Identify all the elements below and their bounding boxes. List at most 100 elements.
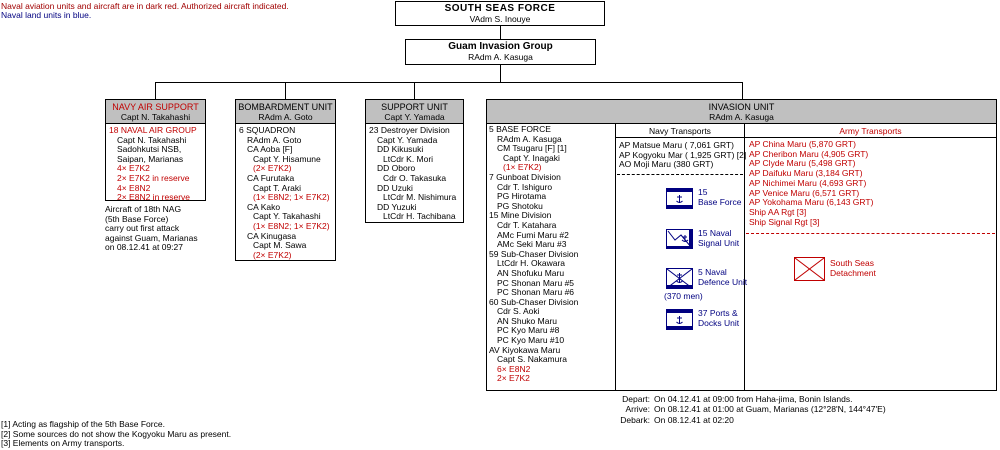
unit-line: LtCdr H. Tachibana <box>383 211 456 222</box>
anchor-icon <box>676 195 683 203</box>
unit-line: 59 Sub-Chaser Division <box>489 248 579 259</box>
unit-line: Capt Y. Hisamune <box>253 153 321 164</box>
unit-line: DD Uzuki <box>377 182 413 193</box>
unit-line: 7 Gunboat Division <box>489 171 561 182</box>
anchor-icon <box>681 235 689 242</box>
unit-line: (2× E7K2) <box>253 249 292 260</box>
navy-transports-separator <box>617 174 743 175</box>
infantry-cross-icon <box>795 258 824 280</box>
navy-transports-rule <box>615 137 745 138</box>
unit-line: Capt Y. Takahashi <box>253 211 321 222</box>
depart-value: On 04.12.41 at 09:00 from Haha-jima, Bon… <box>654 394 853 404</box>
ports-docks-label: 37 Ports & Docks Unit <box>698 308 740 328</box>
air-note-line: carry out first attack <box>105 223 180 234</box>
unit-line: 2× E7K2 <box>497 373 530 384</box>
unit-line: DD Oboro <box>377 163 416 174</box>
unit-line: (1× E8N2; 1× E7K2) <box>253 220 330 231</box>
unit-line: LtCdr H. Okawara <box>497 258 566 269</box>
unit-line: Capt S. Nakamura <box>497 354 567 365</box>
south-seas-detachment-symbol <box>794 257 825 281</box>
unit-line: Cdr T. Ishiguro <box>497 181 553 192</box>
air-note-line: Aircraft of 18th NAG <box>105 204 182 214</box>
unit-line: (1× E8N2; 1× E7K2) <box>253 192 330 203</box>
connector-horizontal <box>155 82 742 83</box>
unit-line: Capt N. Takahashi <box>117 134 187 145</box>
unit-line: LtCdr K. Mori <box>383 153 434 164</box>
connector-support <box>414 82 415 99</box>
unit-line: AMc Fumi Maru #2 <box>497 229 569 240</box>
unit-line: 60 Sub-Chaser Division <box>489 296 579 307</box>
unit-line: LtCdr M. Nishimura <box>383 192 457 203</box>
unit-line: RAdm A. Goto <box>247 134 302 145</box>
unit-line: Capt Y. Inagaki <box>503 152 560 163</box>
unit-line: 2× E7K2 in reserve <box>117 172 190 183</box>
debark-value: On 08.12.41 at 02:20 <box>654 414 734 425</box>
base-force-label: 15 Base Force <box>698 187 742 207</box>
unit-line: PG Hirotama <box>497 191 547 202</box>
legend-aviation: Naval aviation units and aircraft are in… <box>1 1 289 11</box>
army-transports-title: Army Transports <box>839 126 902 136</box>
legend: Naval aviation units and aircraft are in… <box>1 2 289 20</box>
unit-line: 4× E8N2 <box>117 182 151 193</box>
unit-line: PC Shonan Maru #5 <box>497 277 575 288</box>
signal-unit-label: 15 Naval Signal Unit <box>698 228 740 248</box>
unit-line: 18 NAVAL AIR GROUP <box>109 125 197 135</box>
unit-line: 4× E7K2 <box>117 163 150 174</box>
footnote-1: [1] Acting as flagship of the 5th Base F… <box>1 419 165 429</box>
footnote-3: [3] Elements on Army transports. <box>1 438 125 449</box>
support-unit-title: SUPPORT UNIT <box>381 102 448 112</box>
invasion-unit-commander: RAdm A. Kasuga <box>709 112 774 122</box>
air-note-line: on 08.12.41 at 09:27 <box>105 242 183 253</box>
invasion-unit-title: INVASION UNIT <box>708 102 775 112</box>
invasion-divider-1 <box>615 123 616 391</box>
unit-line: AMc Seki Maru #3 <box>497 239 567 250</box>
base-force-symbol <box>666 188 693 209</box>
army-transport-item: Ship AA Rgt [3] <box>749 206 807 217</box>
unit-line: (2× E7K2) <box>253 163 292 174</box>
army-transport-item: Ship Signal Rgt [3] <box>749 216 820 227</box>
army-transport-item: AP Yokohama Maru (6,143 GRT) <box>749 197 874 208</box>
unit-line: PG Shotoku <box>497 200 543 211</box>
unit-line: 6× E8N2 <box>497 363 531 374</box>
unit-line: Capt M. Sawa <box>253 240 307 251</box>
south-seas-force-box: SOUTH SEAS FORCE VAdm S. Inouye <box>395 1 605 26</box>
bombardment-unit-header: BOMBARDMENT UNIT RAdm A. Goto <box>235 99 336 124</box>
depart-label: Depart: <box>622 394 650 404</box>
army-transport-item: AP Daifuku Maru (3,184 GRT) <box>749 168 863 179</box>
navy-transports-list: AP Matsue Maru ( 7,061 GRT)AP Kogyoku Ma… <box>619 140 747 170</box>
connector-air <box>155 82 156 99</box>
support-unit-commander: Capt Y. Yamada <box>384 112 445 122</box>
unit-line: 2× E8N2 in reserve <box>117 192 190 203</box>
arrive-value: On 08.12.41 at 01:00 at Guam, Marianas (… <box>654 404 886 415</box>
unit-line: DD Yuzuki <box>377 201 417 212</box>
army-transport-item: AP Nichimei Maru (4,693 GRT) <box>749 177 867 188</box>
army-transport-item: AP Venice Maru (6,571 GRT) <box>749 187 860 198</box>
unit-line: 5 BASE FORCE <box>489 124 551 134</box>
anchor-icon <box>676 316 683 324</box>
bombardment-unit-title: BOMBARDMENT UNIT <box>238 102 333 112</box>
debark-label: Debark: <box>620 414 650 425</box>
unit-line: 6 SQUADRON <box>239 125 296 135</box>
navy-air-support-title: NAVY AIR SUPPORT <box>112 102 199 112</box>
navy-transport-item: AP Kogyoku Mar ( 1,925 GRT) [2] <box>619 149 747 160</box>
south-seas-detachment-label: South Seas Detachment <box>830 258 876 278</box>
unit-line: Cdr O. Takasuka <box>383 172 447 183</box>
signal-unit-symbol <box>666 229 693 249</box>
navy-air-support-header: NAVY AIR SUPPORT Capt N. Takahashi <box>105 99 206 124</box>
army-transport-item: AP Cheribon Maru (4,905 GRT) <box>749 148 869 159</box>
unit-line: AV Kiyokawa Maru <box>489 344 561 355</box>
army-transports-separator <box>746 233 995 234</box>
unit-line: 15 Mine Division <box>489 210 552 221</box>
defence-unit-symbol <box>666 268 693 289</box>
unit-line: PC Kyo Maru #8 <box>497 325 560 336</box>
invasion-divider-2 <box>744 123 745 391</box>
support-unit-header: SUPPORT UNIT Capt Y. Yamada <box>365 99 464 124</box>
connector-group-down <box>500 64 501 82</box>
unit-line: Cdr T. Katahara <box>497 219 557 230</box>
unit-line: AN Shuko Maru <box>497 315 557 326</box>
navy-transport-item: AO Moji Maru (380 GRT) <box>619 159 714 170</box>
army-transports-rule <box>744 137 997 138</box>
unit-line: CA Furutaka <box>247 172 295 183</box>
